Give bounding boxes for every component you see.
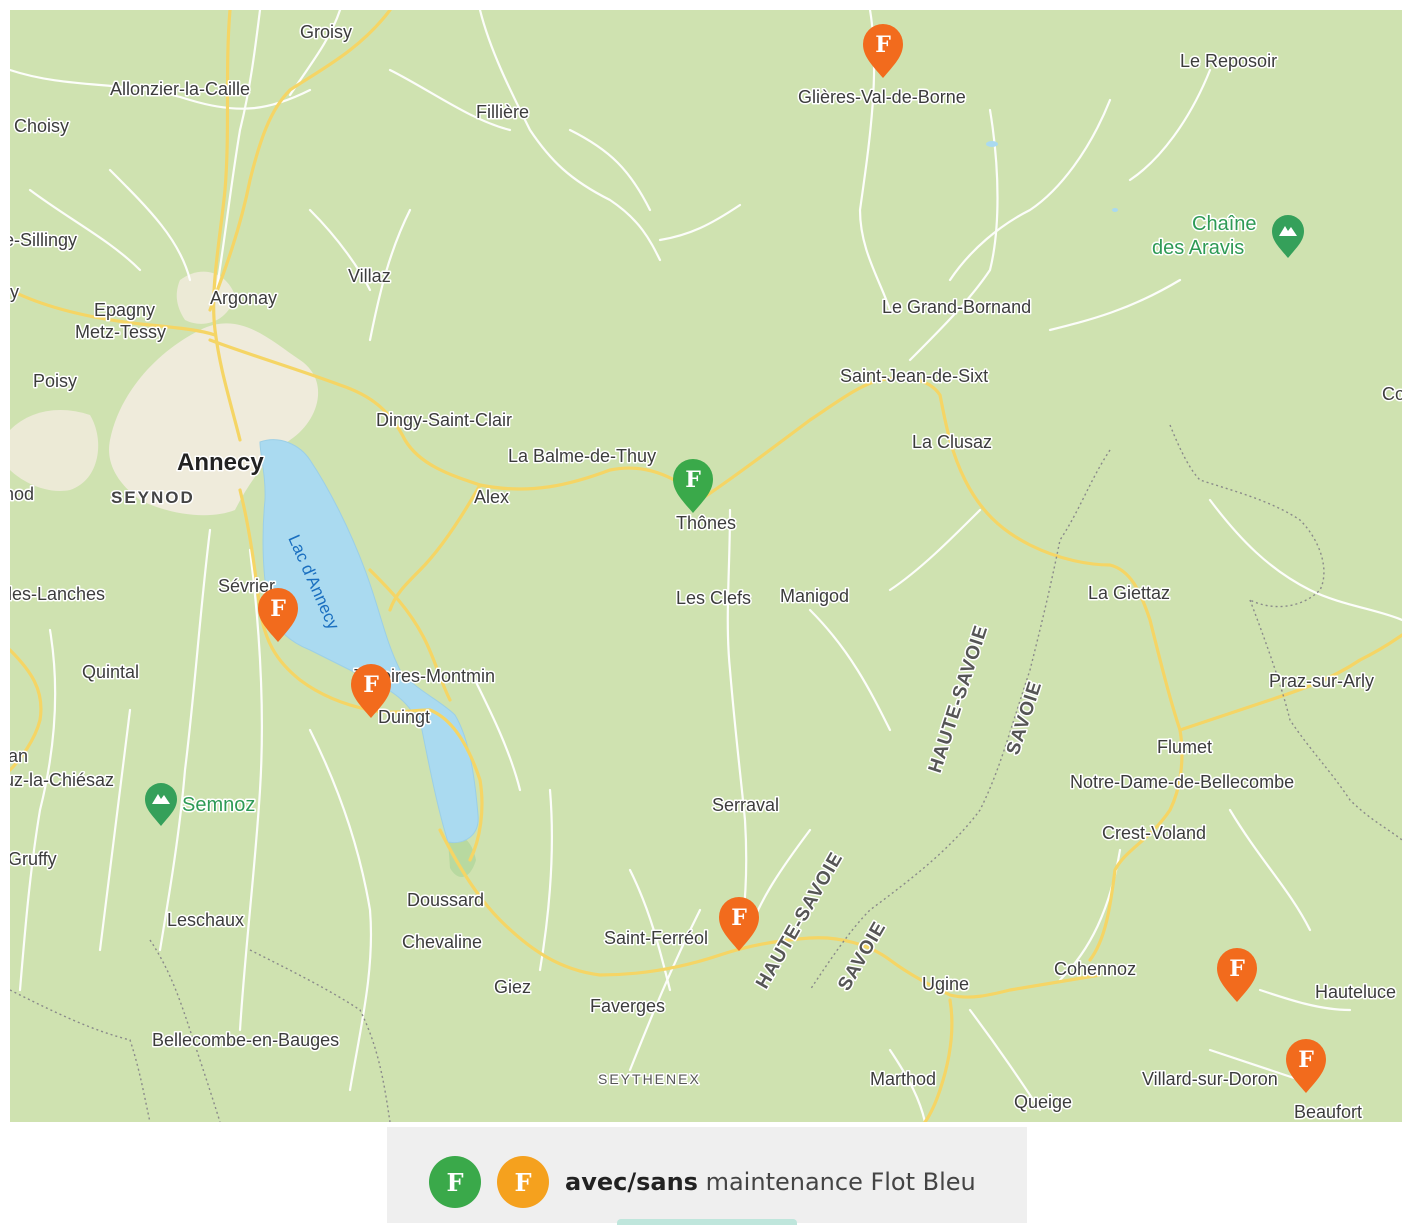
marker-villard-sur-doron[interactable]: F bbox=[1286, 1039, 1326, 1093]
small-lake bbox=[1112, 208, 1118, 212]
place-label: Le Reposoir bbox=[1180, 51, 1277, 71]
place-label: le-Sillingy bbox=[10, 230, 77, 250]
place-label: Leschaux bbox=[167, 910, 244, 930]
urban-area-west bbox=[10, 410, 99, 491]
place-label: Queige bbox=[1014, 1092, 1072, 1112]
admin-borders bbox=[10, 424, 1402, 1122]
city-label-annecy: Annecy bbox=[177, 449, 264, 476]
land-area bbox=[10, 10, 1402, 1122]
place-label: Argonay bbox=[210, 288, 277, 308]
place-label: Beaufort bbox=[1294, 1102, 1362, 1122]
place-label: y bbox=[10, 282, 19, 302]
poi-semnoz[interactable]: Semnoz bbox=[145, 783, 257, 826]
place-label: Groisy bbox=[300, 22, 352, 42]
poi-label: des Aravis bbox=[1152, 237, 1244, 259]
legend-rest-text: maintenance Flot Bleu bbox=[697, 1168, 976, 1196]
flotbleu-f-icon: F bbox=[363, 672, 379, 698]
district-label: SEYTHENEX bbox=[598, 1071, 701, 1087]
district-label: SEYNOD bbox=[111, 488, 195, 507]
flotbleu-f-icon: F bbox=[270, 596, 286, 622]
flotbleu-f-icon: F bbox=[731, 905, 747, 931]
place-label: les-Lanches bbox=[10, 584, 105, 604]
place-label: Bellecombe-en-Bauges bbox=[152, 1030, 339, 1050]
place-label: La Giettaz bbox=[1088, 583, 1170, 603]
place-label: Faverges bbox=[590, 996, 665, 1016]
place-label: Serraval bbox=[712, 795, 779, 815]
marker-glieres[interactable]: F bbox=[863, 24, 903, 78]
marker-sevrier[interactable]: F bbox=[258, 588, 298, 642]
legend-without-maintenance-icon: F bbox=[497, 1156, 549, 1208]
place-label: Glières-Val-de-Borne bbox=[798, 87, 966, 107]
place-label: Saint-Ferréol bbox=[604, 928, 708, 948]
place-label: Allonzier-la-Caille bbox=[110, 79, 250, 99]
poi-label: Semnoz bbox=[182, 794, 255, 816]
place-label: Saint-Jean-de-Sixt bbox=[840, 366, 988, 386]
place-label: Co bbox=[1382, 384, 1402, 404]
place-label: Dingy-Saint-Clair bbox=[376, 410, 512, 430]
place-label: Poisy bbox=[33, 371, 77, 391]
place-label: Doussard bbox=[407, 890, 484, 910]
legend-text: avec/sans maintenance Flot Bleu bbox=[565, 1168, 976, 1196]
major-roads bbox=[10, 10, 1402, 1122]
place-label: Choisy bbox=[14, 116, 69, 136]
flotbleu-f-icon: F bbox=[685, 467, 701, 493]
place-label: Metz-Tessy bbox=[75, 322, 166, 342]
place-label: Giez bbox=[494, 977, 531, 997]
urban-area-annecy bbox=[109, 323, 319, 516]
poi-chaine-des-aravis[interactable]: Chaîne des Aravis bbox=[1151, 212, 1304, 261]
poi-label: Chaîne bbox=[1192, 213, 1257, 235]
place-label: Villaz bbox=[348, 266, 391, 286]
place-label: La Clusaz bbox=[912, 432, 992, 452]
forest-area bbox=[448, 836, 476, 878]
place-label: Le Grand-Bornand bbox=[882, 297, 1031, 317]
map-legend: F F avec/sans maintenance Flot Bleu bbox=[387, 1127, 1027, 1225]
place-label: Manigod bbox=[780, 586, 849, 606]
place-label: Alex bbox=[474, 487, 509, 507]
map-view[interactable]: Groisy Allonzier-la-Caille Choisy Filliè… bbox=[10, 10, 1402, 1122]
place-label: Les Clefs bbox=[676, 588, 751, 608]
place-label: uz-la-Chiésaz bbox=[10, 770, 114, 790]
place-label: Crest-Voland bbox=[1102, 823, 1206, 843]
flotbleu-f-icon: F bbox=[1298, 1047, 1314, 1073]
place-label: Sévrier bbox=[218, 576, 275, 596]
place-label: an bbox=[10, 746, 28, 766]
place-label: Chevaline bbox=[402, 932, 482, 952]
place-label: nod bbox=[10, 484, 34, 504]
flotbleu-f-icon: F bbox=[1229, 956, 1245, 982]
place-label: Thônes bbox=[676, 513, 736, 533]
place-label: Fillière bbox=[476, 102, 529, 122]
place-label: Cohennoz bbox=[1054, 959, 1136, 979]
place-label: Quintal bbox=[82, 662, 139, 682]
place-label: Notre-Dame-de-Bellecombe bbox=[1070, 772, 1294, 792]
place-label: La Balme-de-Thuy bbox=[508, 446, 656, 466]
place-label: Duingt bbox=[378, 707, 430, 727]
mountain-icon bbox=[1272, 215, 1304, 258]
place-label: Flumet bbox=[1157, 737, 1212, 757]
mountain-icon bbox=[145, 783, 177, 826]
place-label: Epagny bbox=[94, 300, 155, 320]
marker-thones[interactable]: F bbox=[673, 459, 713, 513]
marker-hauteluce[interactable]: F bbox=[1217, 948, 1257, 1002]
marker-duingt[interactable]: F bbox=[351, 664, 391, 718]
place-label: Hauteluce bbox=[1315, 982, 1396, 1002]
marker-saint-ferreol[interactable]: F bbox=[719, 897, 759, 951]
small-lake bbox=[986, 141, 998, 147]
flotbleu-f-icon: F bbox=[875, 32, 891, 58]
legend-row: F F avec/sans maintenance Flot Bleu bbox=[429, 1156, 976, 1208]
legend-bold-text: avec/sans bbox=[565, 1168, 698, 1196]
legend-with-maintenance-icon: F bbox=[429, 1156, 481, 1208]
place-label: Villard-sur-Doron bbox=[1142, 1069, 1278, 1089]
place-label: Marthod bbox=[870, 1069, 936, 1089]
legend-tab-handle[interactable] bbox=[617, 1219, 797, 1225]
minor-roads bbox=[10, 10, 1402, 1122]
place-label: Praz-sur-Arly bbox=[1269, 671, 1374, 691]
place-label: Ugine bbox=[922, 974, 969, 994]
place-label: Gruffy bbox=[10, 849, 57, 869]
